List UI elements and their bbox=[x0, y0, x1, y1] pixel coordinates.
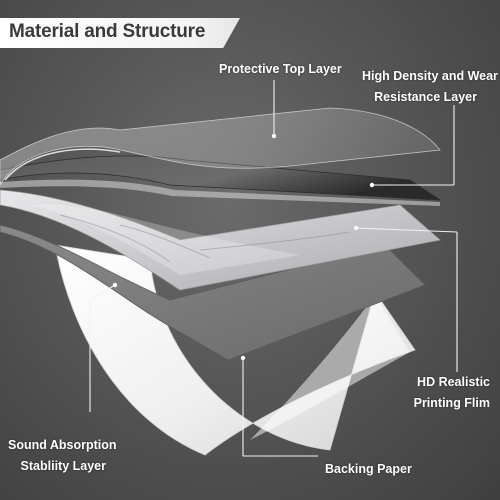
protective-top-sheet bbox=[0, 107, 441, 186]
label-sound-absorption-line2: Stabliity Layer bbox=[20, 459, 106, 473]
label-wear-layer-line1: High Density and Wear bbox=[362, 69, 498, 83]
label-printing-film-line1: HD Realistic bbox=[417, 375, 490, 389]
leader-dots bbox=[112, 133, 375, 361]
label-wear-layer-line2: Resistance Layer bbox=[374, 90, 477, 104]
label-sound-absorption-line1: Sound Absorption bbox=[8, 438, 117, 452]
leader-lines bbox=[89, 80, 458, 457]
sound-absorption-sheet bbox=[0, 224, 426, 361]
label-backing-paper: Backing Paper bbox=[325, 462, 412, 476]
title-banner: Material and Structure bbox=[0, 18, 240, 48]
wear-layer-sheet bbox=[0, 155, 442, 201]
label-protective-top-layer: Protective Top Layer bbox=[219, 62, 342, 76]
page-title: Material and Structure bbox=[9, 21, 206, 42]
printing-film-sheet bbox=[0, 189, 441, 291]
label-printing-film-line2: Printing Flim bbox=[413, 396, 490, 410]
